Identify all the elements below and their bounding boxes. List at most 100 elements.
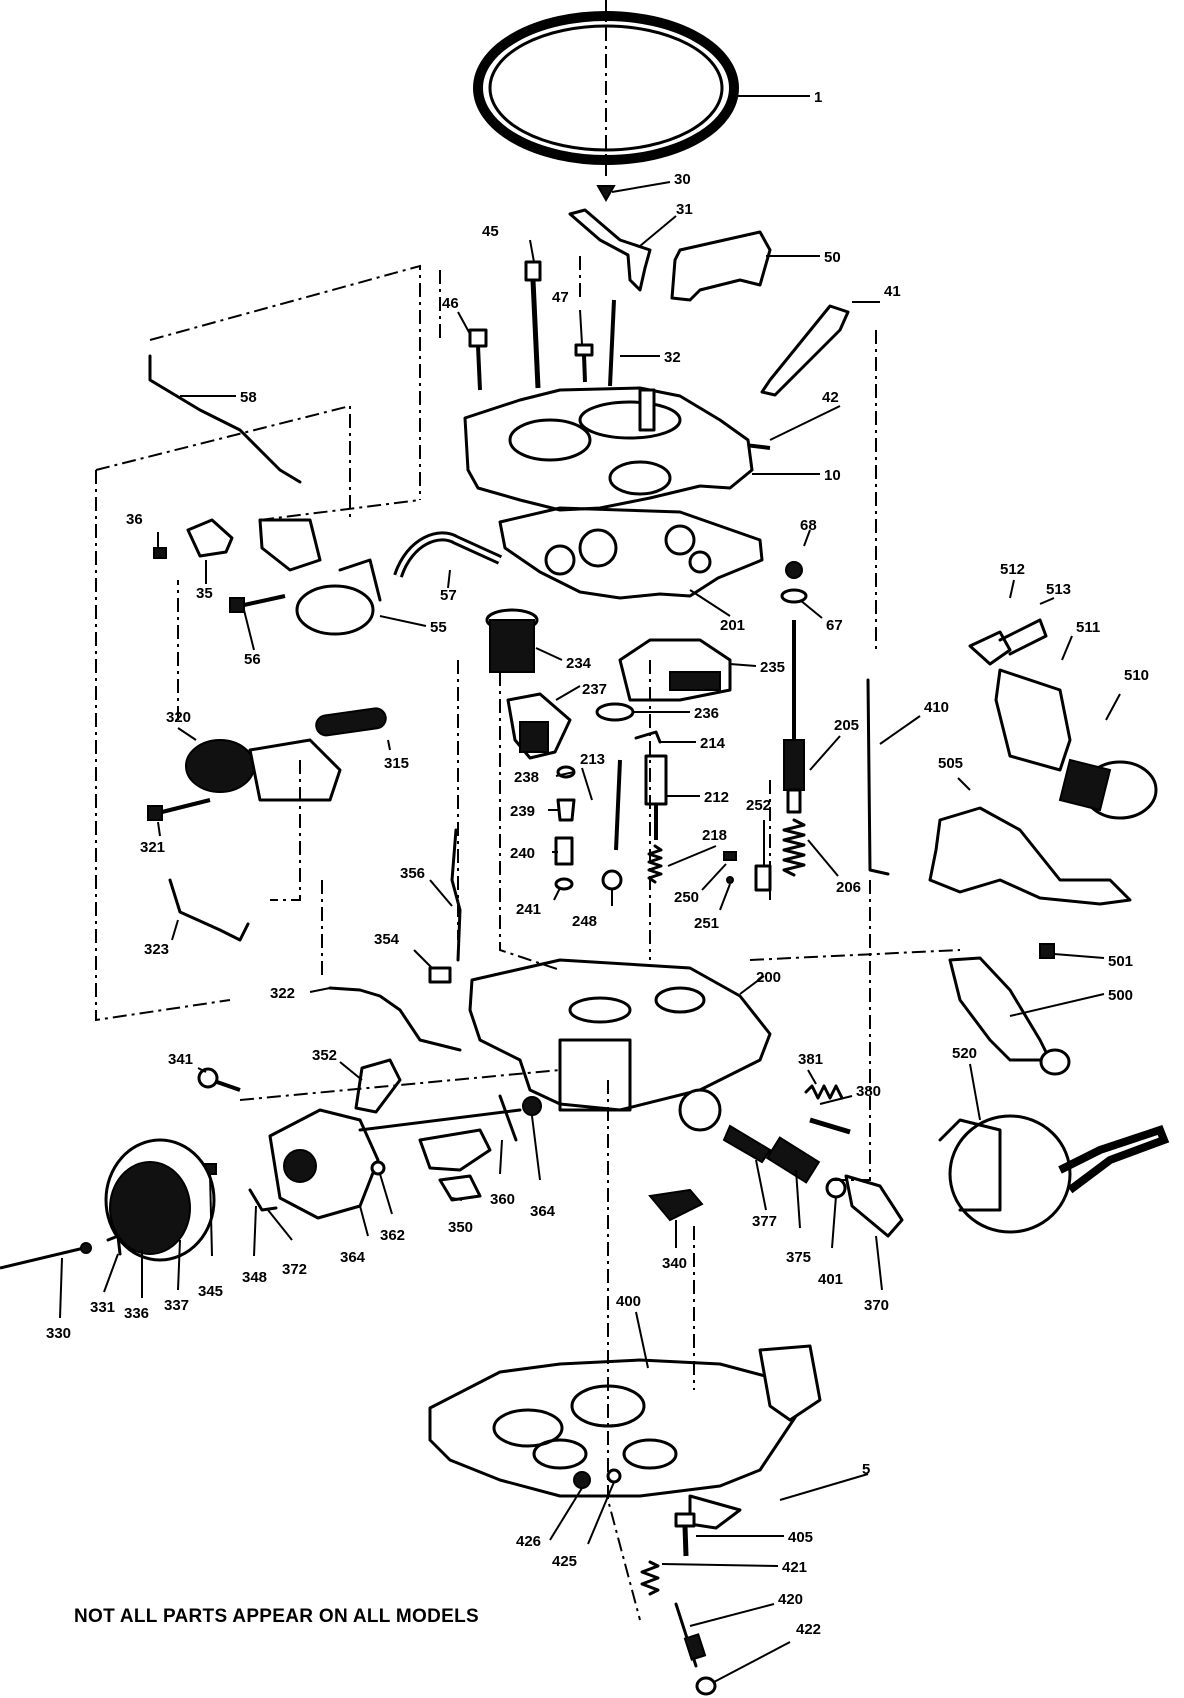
callout-315: 315 [384, 755, 409, 772]
callout-57: 57 [440, 587, 457, 604]
part-401-screw [648, 1188, 704, 1222]
part-354-clip [428, 966, 452, 984]
part-250-screw [723, 851, 737, 861]
part-234-filter [485, 608, 539, 673]
callout-1: 1 [814, 89, 822, 106]
callout-337: 337 [164, 1297, 189, 1314]
part-235-insert [618, 638, 732, 702]
guide-line-58-upper [149, 264, 421, 500]
callout-50: 50 [824, 249, 841, 266]
part-425-spring [606, 1468, 622, 1484]
callout-58: 58 [240, 389, 257, 406]
part-512-spring [968, 630, 1012, 666]
part-426-screw [573, 1471, 591, 1489]
part-331-retainer [106, 1234, 122, 1256]
part-372-clip [825, 1177, 847, 1199]
part-47-screw [574, 343, 594, 383]
callout-352: 352 [312, 1047, 337, 1064]
callout-336: 336 [124, 1305, 149, 1322]
part-422-cap [695, 1676, 717, 1696]
part-330-screw [0, 1246, 85, 1270]
callout-356: 356 [400, 865, 425, 882]
callout-248: 248 [572, 913, 597, 930]
callout-200: 200 [756, 969, 781, 986]
callout-340: 364 [340, 1249, 366, 1266]
callout-513: 513 [1046, 581, 1071, 598]
part-381-spring [804, 1084, 844, 1100]
part-252-baffle [754, 864, 772, 892]
callout-67: 67 [826, 617, 843, 634]
callout-241: 241 [516, 901, 541, 918]
part-35-switch [186, 518, 234, 558]
callout-36: 36 [126, 511, 143, 528]
callout-375: 375 [786, 1249, 811, 1266]
callout-322: 322 [270, 985, 295, 1002]
part-501-screw [1039, 943, 1055, 959]
part-200-float-bowl [468, 958, 772, 1132]
callout-237: 237 [582, 681, 607, 698]
part-50-bracket [670, 230, 772, 302]
callout-46: 46 [442, 295, 459, 312]
callout-5: 5 [862, 1461, 870, 1478]
callout-511: 511 [1076, 619, 1100, 636]
callout-425: 425 [552, 1553, 577, 1570]
guide-line-501 [749, 949, 961, 961]
callout-331: 331 [90, 1299, 115, 1316]
callout-214: 214 [700, 735, 726, 752]
callout-341: 341 [168, 1051, 193, 1068]
callout-35: 35 [196, 585, 213, 602]
callout-236: 236 [694, 705, 719, 722]
callout-510: 510 [1124, 667, 1149, 684]
part-322-link [328, 986, 462, 1052]
part-32-rod [608, 299, 616, 387]
part-511-bracket [994, 668, 1072, 772]
callout-32: 32 [664, 349, 681, 366]
part-513-clip [998, 618, 1048, 656]
part-380-screw [809, 1117, 851, 1135]
part-45-long-screw [524, 260, 542, 389]
guide-line-left-outer [95, 404, 351, 1022]
callout-350: 350 [448, 1219, 473, 1236]
callout-330: 330 [46, 1325, 71, 1342]
callout-206: 206 [836, 879, 861, 896]
callout-377: 377 [752, 1213, 777, 1230]
part-36-screw [153, 547, 167, 559]
part-214-clip [634, 730, 662, 744]
part-340-choke-housing [268, 1108, 380, 1220]
part-205-power-piston [783, 620, 805, 814]
callout-400: 400 [616, 1293, 641, 1310]
part-360-link [498, 1094, 518, 1142]
part-201-gasket [498, 506, 764, 600]
callout-41: 41 [884, 283, 901, 300]
part-248-plug [601, 869, 623, 891]
callout-45: 45 [482, 223, 499, 240]
guide-line-410 [830, 330, 877, 1181]
callout-55: 55 [430, 619, 447, 636]
callout-labels: 1 30 31 50 45 47 46 41 32 58 42 10 36 68… [46, 89, 1149, 1638]
callout-410: 410 [924, 699, 949, 716]
callout-30: 30 [674, 171, 691, 188]
part-236-gasket [595, 702, 635, 722]
callout-47: 47 [552, 289, 569, 306]
callout-500: 500 [1108, 987, 1133, 1004]
callout-212: 212 [704, 789, 729, 806]
part-377-spring [722, 1124, 772, 1164]
callout-505: 505 [938, 755, 963, 772]
callout-252: 252 [746, 797, 771, 814]
models-footnote: NOT ALL PARTS APPEAR ON ALL MODELS [74, 1606, 479, 1627]
part-67-washer [780, 588, 808, 604]
callout-420: 420 [778, 1591, 803, 1608]
callout-201: 201 [720, 617, 745, 634]
part-30-screw [596, 185, 616, 203]
part-400-throttle-body [428, 1344, 822, 1498]
part-206-spring [782, 818, 806, 877]
part-55-solenoid [258, 518, 382, 636]
callout-10: 10 [824, 467, 841, 484]
leader-lines [59, 95, 1121, 1683]
part-1-gasket-ring [473, 11, 739, 165]
callout-250: 250 [674, 889, 699, 906]
callout-501: 501 [1108, 953, 1133, 970]
callout-42: 42 [822, 389, 839, 406]
part-505-bracket [928, 806, 1132, 906]
